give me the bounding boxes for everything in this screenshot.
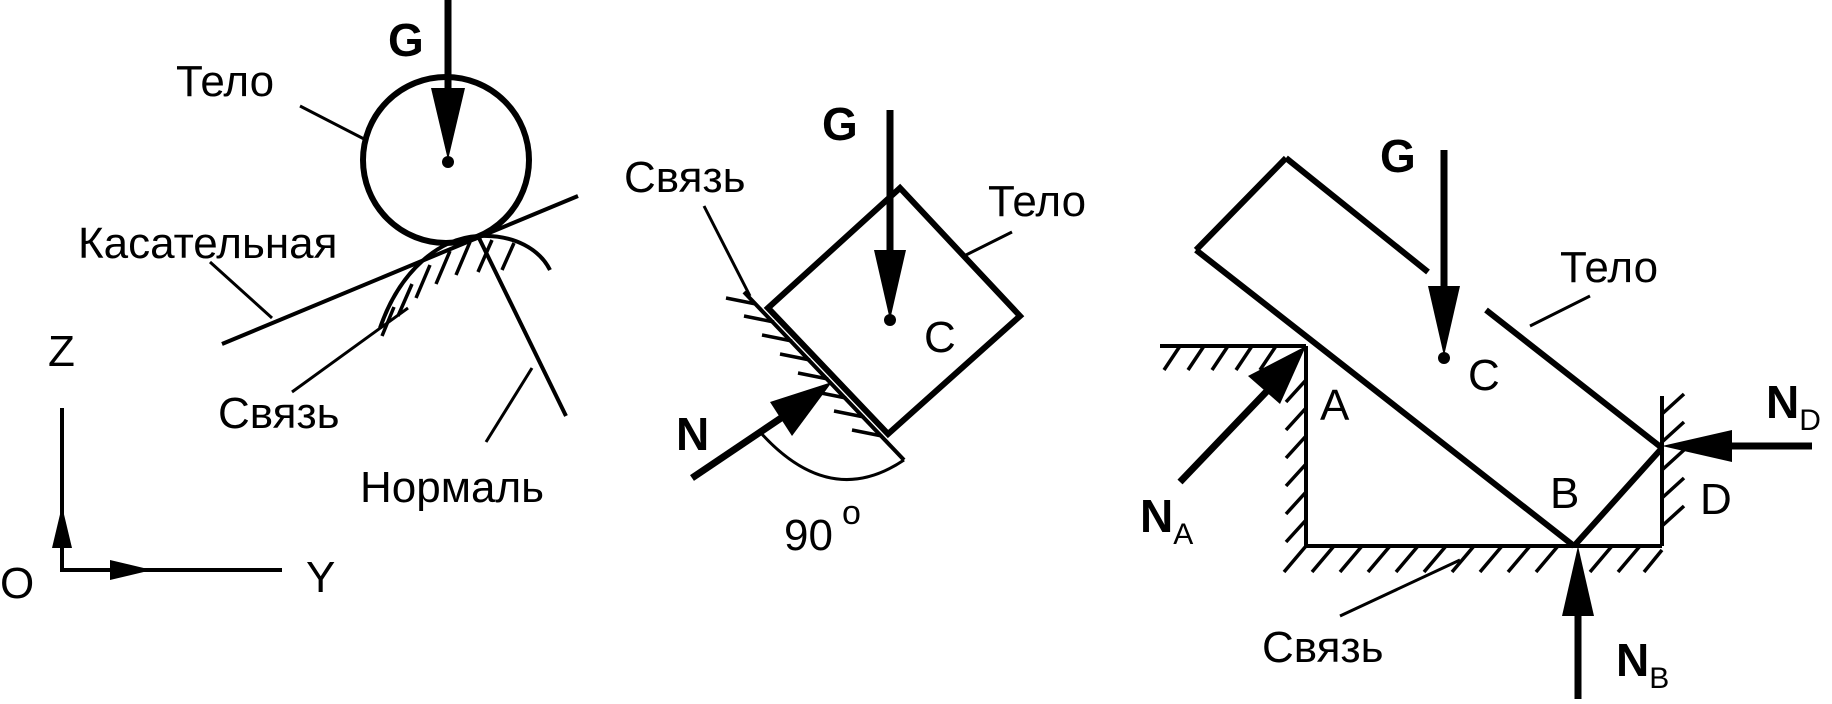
ball-support-hatching — [380, 239, 516, 337]
body-label-2: Тело — [988, 177, 1086, 226]
z-axis-label: Z — [48, 327, 75, 376]
ball-center-dot — [442, 156, 454, 168]
wall-d-hatching — [1660, 392, 1686, 528]
normal-leader — [484, 367, 534, 443]
incline-block — [763, 183, 1025, 439]
constraint-label-1: Связь — [218, 389, 340, 438]
y-axis-arrowhead — [110, 560, 152, 580]
gravity-label-2: G — [822, 98, 858, 150]
angle-label: 90 — [784, 511, 833, 560]
z-axis-arrowhead — [52, 506, 72, 548]
body-leader-1 — [299, 104, 367, 142]
point-b-label: B — [1550, 469, 1579, 518]
wall-a-hatching — [1284, 378, 1308, 544]
gravity-arrow-1 — [431, 0, 465, 160]
constraint-leader-1 — [291, 306, 409, 394]
ledge-hatching — [1162, 345, 1278, 371]
angle-degree-mark: o — [842, 494, 861, 532]
gravity-arrow-3 — [1428, 150, 1460, 356]
gravity-label-3: G — [1380, 130, 1416, 182]
beam-body — [1193, 155, 1665, 549]
tangent-leader — [208, 260, 274, 320]
point-d-label: D — [1700, 475, 1732, 524]
incline-diagram: G Связь Тело C N 90 o — [624, 98, 1086, 560]
ball-support-surface — [378, 233, 552, 329]
constraint-label-3: Связь — [1262, 623, 1384, 672]
origin-label: O — [0, 559, 34, 608]
constraint-leader-3 — [1339, 558, 1461, 618]
coordinate-axes: Z Y O — [0, 327, 335, 608]
body-label-3: Тело — [1560, 243, 1658, 292]
constraint-leader-2 — [702, 205, 752, 297]
body-leader-2 — [963, 230, 1013, 258]
center-label-3: C — [1468, 351, 1500, 400]
reaction-label-d: ND — [1766, 376, 1821, 437]
beam-diagram: G Тело C A B D NA NB ND Связь — [1140, 130, 1821, 699]
tangent-line — [221, 194, 579, 346]
reaction-label-2: N — [676, 408, 709, 460]
reaction-label-b: NB — [1616, 634, 1669, 695]
y-axis-label: Y — [306, 553, 335, 602]
center-label-2: C — [924, 313, 956, 362]
normal-label: Нормаль — [360, 463, 544, 512]
body-label-1: Тело — [176, 57, 274, 106]
reaction-arrow-b — [1562, 546, 1594, 699]
normal-reaction-arrow — [690, 382, 832, 481]
body-leader-3 — [1529, 294, 1591, 328]
beam-center-dot — [1438, 352, 1450, 364]
constraint-label-2: Связь — [624, 153, 746, 202]
tangent-label: Касательная — [78, 219, 337, 268]
point-a-label: A — [1320, 381, 1350, 430]
floor-hatching — [1282, 544, 1664, 574]
gravity-arrow-2 — [874, 110, 906, 320]
right-angle-arc — [758, 430, 905, 481]
reaction-arrow-d — [1662, 430, 1812, 462]
reaction-arrow-a — [1177, 346, 1306, 485]
gravity-label-1: G — [388, 14, 424, 66]
normal-line — [476, 235, 568, 417]
ball-diagram: G Тело Касательная Связь Нормаль — [78, 0, 579, 512]
reaction-label-a: NA — [1140, 490, 1193, 551]
